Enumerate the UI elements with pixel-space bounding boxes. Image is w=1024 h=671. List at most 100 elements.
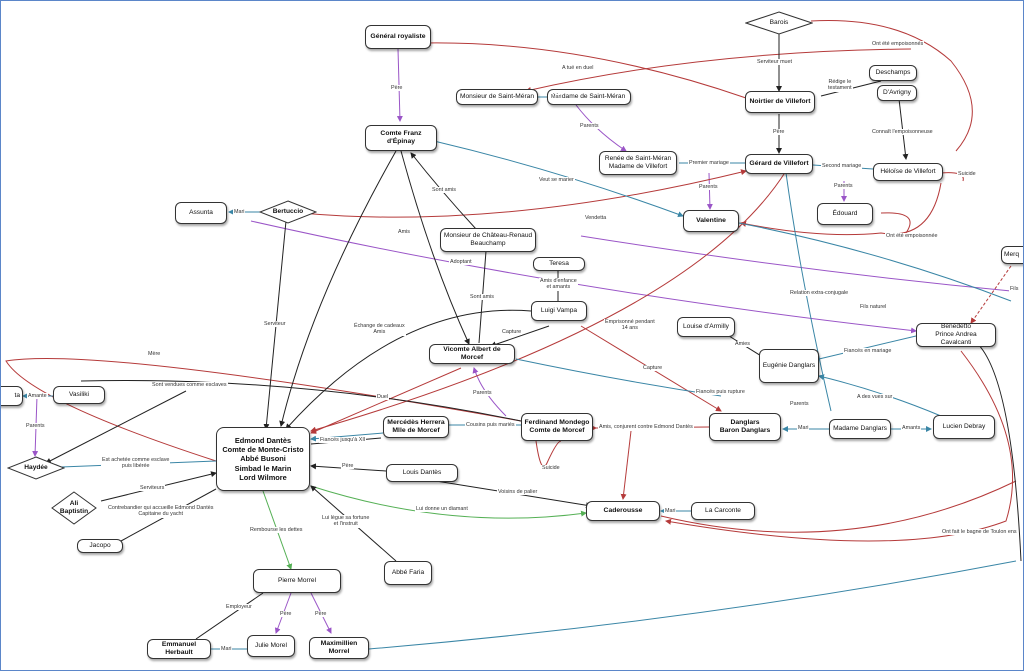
label-sont-amis: Sont amis <box>431 187 457 194</box>
label-tue-duel: A tué en duel <box>561 65 595 72</box>
node-carconte[interactable]: La Carconte <box>691 502 755 520</box>
node-edmond-dantes[interactable]: Edmond Dantès Comte de Monte-Cristo Abbé… <box>216 427 310 491</box>
node-gerard[interactable]: Gérard de Villefort <box>745 154 813 174</box>
node-merq[interactable]: Merq <box>1001 246 1023 264</box>
node-pierre-morrel[interactable]: Pierre Morrel <box>253 569 341 593</box>
node-bertuccio[interactable]: Bertuccio <box>259 200 317 224</box>
label-capture-2: Capture <box>642 365 664 372</box>
node-mercedes[interactable]: Mercédès Herrera Mlle de Morcef <box>383 416 449 438</box>
label-fils-trunc: Fils <box>1009 286 1020 293</box>
label-parents-4: Parents <box>472 390 493 397</box>
node-ta[interactable]: ta <box>1 386 23 406</box>
label-pere-5: Père <box>314 611 328 618</box>
node-madame-danglars[interactable]: Madame Danglars <box>829 419 891 439</box>
label-pere: Père <box>390 85 404 92</box>
node-danglars[interactable]: Danglars Baron Danglars <box>709 413 781 441</box>
label-fiances-mariage: Fiancés en mariage <box>843 348 893 355</box>
label-amante: Amante <box>27 393 48 400</box>
node-monsieur-saint-meran[interactable]: Monsieur de Saint-Méran <box>456 89 538 105</box>
node-valentine[interactable]: Valentine <box>683 210 739 232</box>
label-relation: Relation extra-conjugale <box>789 290 850 297</box>
edge-bertuccio-fils <box>580 235 1012 292</box>
node-deschamps[interactable]: Deschamps <box>869 65 917 81</box>
node-franz[interactable]: Comte Franz d'Épinay <box>365 125 437 151</box>
label-capture-1: Capture <box>501 329 523 336</box>
node-chateau-renaud[interactable]: Monsieur de Château-Renaud Beauchamp <box>440 228 536 252</box>
edge-ont-empoisonnee <box>740 182 942 236</box>
node-bertuccio-label: Bertuccio <box>272 208 304 215</box>
node-julie[interactable]: Julie Morel <box>247 635 295 657</box>
label-emprisonne: Emprisonné pendant 14 ans <box>604 319 656 332</box>
label-voisins: Voisins de palier <box>497 489 539 496</box>
label-amis: Amis <box>397 229 411 236</box>
node-abbe-faria[interactable]: Abbé Faria <box>384 561 432 585</box>
edge-fernand-suicide <box>535 440 562 467</box>
edge-ont-empoisonnes <box>525 48 912 93</box>
label-parents-edouard: Parents <box>833 183 854 190</box>
edge-vendues <box>80 380 522 422</box>
label-parents-3: Parents <box>25 423 46 430</box>
label-pere-4: Père <box>279 611 293 618</box>
node-luigi-vampa[interactable]: Luigi Vampa <box>531 301 587 321</box>
label-fils-naturel: Fils naturel <box>859 304 888 311</box>
edge-vendetta <box>300 169 747 218</box>
label-adoptant: Adoptant <box>449 259 473 266</box>
node-renee[interactable]: Renée de Saint-Méran Madame de Villefort <box>599 151 677 175</box>
node-heloise[interactable]: Héloïse de Villefort <box>873 163 943 181</box>
node-madame-saint-meran[interactable]: Madame de Saint-Méran <box>547 89 631 105</box>
edge-franz-edmond <box>279 150 397 427</box>
label-redige: Rédige le testament <box>827 79 853 92</box>
node-eugenie[interactable]: Eugénie Danglars <box>759 349 819 383</box>
label-serviteur: Serviteur <box>263 321 287 328</box>
edge-edmond-caderousse <box>310 485 587 519</box>
node-assunta[interactable]: Assunta <box>175 202 227 224</box>
node-albert[interactable]: Vicomte Albert de Morcef <box>429 344 515 364</box>
node-vasiliki[interactable]: Vasiliki <box>53 386 105 404</box>
label-connait: Connaît l'empoisonneuse <box>871 129 934 136</box>
edge-vasiliki-haydee2 <box>45 390 187 464</box>
label-fiances-xii: Fiancés jusqu'à XII <box>319 437 367 444</box>
edge-edouard-loop <box>880 212 911 234</box>
node-louise[interactable]: Louise d'Armilly <box>677 317 735 337</box>
node-teresa[interactable]: Teresa <box>533 257 585 271</box>
edge-mme-saint-meran-renee <box>575 104 627 152</box>
edge-gerard-edmond <box>310 170 787 433</box>
label-pere-3: Père <box>341 463 355 470</box>
label-amis-enfance: Amis d'enfance et amants <box>539 278 578 291</box>
node-edouard[interactable]: Édouard <box>817 203 873 225</box>
label-mari-1: Mari <box>550 94 563 101</box>
label-serviteur-muet: Serviteur muet <box>756 59 794 66</box>
label-sont-vendues: Sont vendues comme esclaves <box>151 382 228 389</box>
node-maximilien[interactable]: Maximillien Morrel <box>309 637 369 659</box>
label-mari-5: Mari <box>220 646 233 653</box>
node-fernand[interactable]: Ferdinand Mondego Comte de Morcef <box>521 413 593 441</box>
node-benedetto[interactable]: Benedetto Prince Andrea Cavalcanti <box>916 323 996 347</box>
label-mari-2: Mari <box>233 209 246 216</box>
diamond-shape <box>51 491 97 525</box>
edge-fernand-caderousse <box>620 430 632 500</box>
node-noirtier[interactable]: Noirtier de Villefort <box>745 91 815 113</box>
edge-caderousse-bagne <box>660 480 1017 533</box>
label-serviteurs: Serviteurs <box>139 485 166 492</box>
node-haydee[interactable]: Haydée <box>7 456 65 480</box>
edge-pierre-emmanuel <box>195 592 264 640</box>
label-mari-4: Mari <box>664 508 677 515</box>
edge-pere-long <box>5 358 522 462</box>
node-barois[interactable]: Barois <box>745 11 813 35</box>
node-lucien[interactable]: Lucien Debray <box>933 415 995 439</box>
label-a-des-vues: A des vues sur <box>856 394 894 401</box>
label-rembourse: Rembourse les dettes <box>249 527 304 534</box>
label-cousins-maries: Cousins puis mariés <box>465 422 516 429</box>
node-emmanuel[interactable]: Emmanuel Herbault <box>147 639 211 659</box>
node-ali[interactable]: Ali Baptistin <box>51 491 97 525</box>
node-caderousse[interactable]: Caderousse <box>586 501 660 521</box>
label-pere-2: Père <box>772 129 786 136</box>
label-mere: Mère <box>147 351 162 358</box>
node-louis-dantes[interactable]: Louis Dantès <box>386 464 458 482</box>
node-general-royaliste[interactable]: Général royaliste <box>365 25 431 49</box>
node-jacopo[interactable]: Jacopo <box>77 539 123 553</box>
edge-noirtier-general <box>425 39 747 99</box>
label-ont-empoisonnee: Ont été empoisonnée <box>885 233 939 240</box>
node-davrigny[interactable]: D'Avrigny <box>877 85 917 101</box>
label-mari-3: Mari <box>797 425 810 432</box>
